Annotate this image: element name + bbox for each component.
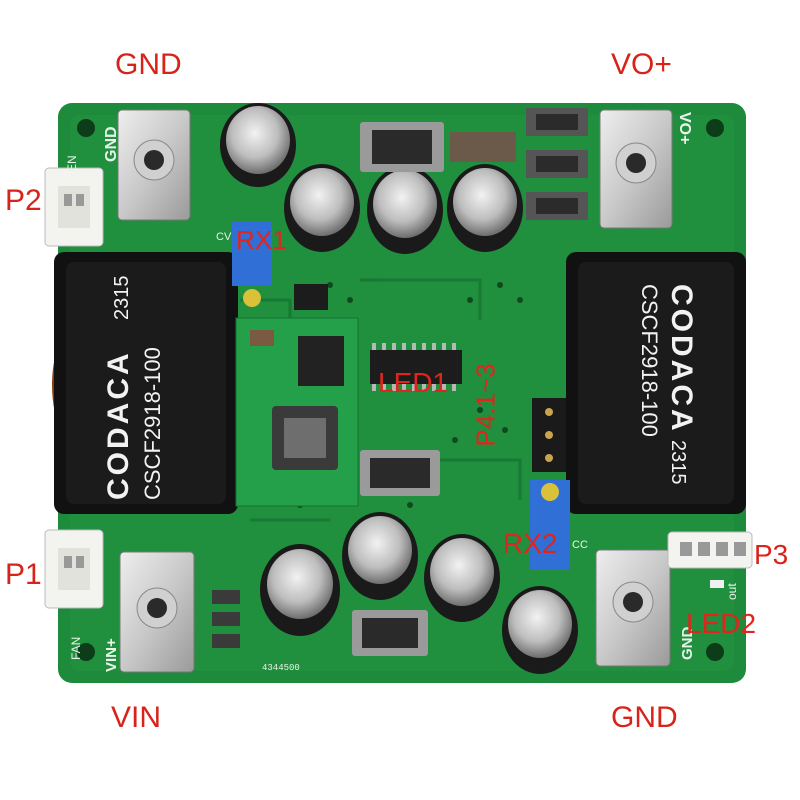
terminal-vin (119, 551, 195, 673)
terminal-gnd-bottom (595, 549, 671, 667)
silk-serial: 4344500 (262, 663, 300, 673)
label-p1: P1 (5, 558, 42, 591)
inductor-left-brand: CODACA (102, 350, 135, 500)
controller-ic (294, 284, 462, 391)
label-gnd-top: GND (115, 48, 182, 81)
daughter-board (235, 317, 359, 507)
label-gnd-bottom: GND (611, 701, 678, 734)
mounting-hole (77, 119, 95, 137)
smd-resistors (212, 108, 588, 656)
inductor-right: CODACA CSCF2918-100 2315 (566, 252, 746, 514)
connector-p3 (667, 531, 753, 569)
capacitor (424, 534, 500, 622)
label-vo-plus: VO+ (611, 48, 672, 81)
capacitor (367, 166, 443, 254)
inductor-left-part: CSCF2918-100 (140, 347, 165, 500)
capacitor (502, 586, 578, 674)
inductor-left: CODACA CSCF2918-100 2315 (52, 252, 238, 514)
label-p3: P3 (754, 539, 789, 570)
silk-cv: CV (216, 231, 232, 243)
inductor-right-part: CSCF2918-100 (637, 284, 662, 437)
capacitor (342, 512, 418, 600)
mounting-hole (706, 119, 724, 137)
led2-indicator (710, 580, 724, 588)
capacitor (284, 164, 360, 252)
capacitor (220, 103, 296, 187)
silk-gnd-bottom: GND (679, 627, 696, 661)
connector-p1 (44, 529, 104, 609)
connector-p2 (44, 167, 104, 247)
header-p4 (532, 398, 566, 472)
silk-cc: CC (572, 539, 588, 551)
label-p4: P4.1~3 (470, 363, 501, 447)
silk-fan: FAN (69, 637, 83, 660)
terminal-vo-plus (599, 109, 673, 229)
inductor-right-lot: 2315 (667, 440, 689, 485)
capacitors (220, 103, 578, 674)
capacitor (260, 544, 340, 636)
label-led2: LED2 (686, 608, 757, 639)
potentiometer-rx2 (530, 480, 570, 570)
potentiometer-rx1 (232, 222, 272, 307)
inductor-left-lot: 2315 (111, 276, 133, 321)
silk-vo: VO+ (676, 112, 693, 144)
silk-gnd-top: GND (103, 126, 120, 162)
mounting-hole (77, 643, 95, 661)
label-vin: VIN (111, 701, 162, 734)
silk-out: out (725, 583, 739, 600)
silk-en: EN (65, 155, 79, 172)
capacitor (447, 164, 523, 252)
inductor-right-brand: CODACA (665, 284, 698, 434)
label-rx2: RX2 (503, 528, 558, 559)
label-led1: LED1 (378, 367, 449, 398)
label-rx1: RX1 (236, 225, 287, 255)
terminal-gnd-top (117, 109, 191, 221)
mounting-hole (706, 643, 724, 661)
silk-vin: VIN+ (103, 638, 120, 672)
label-p2: P2 (5, 184, 42, 217)
